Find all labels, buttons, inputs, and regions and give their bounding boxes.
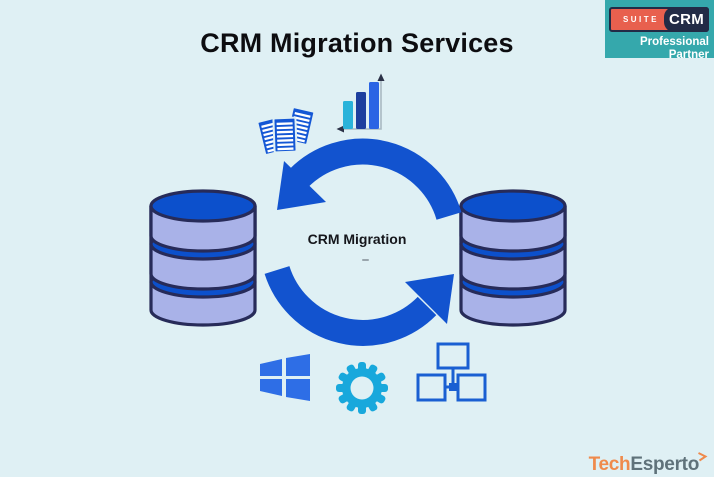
page-title: CRM Migration Services <box>200 28 514 59</box>
small-dash <box>362 259 369 261</box>
windows-icon <box>260 354 310 401</box>
suitecrm-partner-badge: SUITE CRM Professional Partner <box>605 0 714 61</box>
techesperto-spark-icon <box>698 452 708 462</box>
suitecrm-logo-suite-text: SUITE <box>622 15 659 24</box>
database-icon-right <box>459 189 567 327</box>
bar-chart-icon <box>336 73 385 133</box>
diagram-center-label: CRM Migration <box>307 231 407 247</box>
techesperto-logo: TechEsperto <box>588 452 710 476</box>
partner-badge-line1: Professional <box>639 36 709 48</box>
partner-badge-label: Professional Partner <box>609 36 709 62</box>
documents-icon <box>258 106 316 157</box>
suitecrm-logo-crm-text: CRM <box>663 7 709 32</box>
gear-icon <box>336 362 388 414</box>
techesperto-logo-esperto: Esperto <box>630 454 699 475</box>
suitecrm-logo: SUITE CRM <box>609 7 709 32</box>
page-margin-bottom <box>0 477 720 480</box>
page-margin-right <box>714 0 720 480</box>
sitemap-icon <box>416 342 487 402</box>
database-icon-left <box>149 189 257 327</box>
techesperto-logo-tech: Tech <box>588 454 631 475</box>
partner-badge-line2: Partner <box>668 49 709 61</box>
